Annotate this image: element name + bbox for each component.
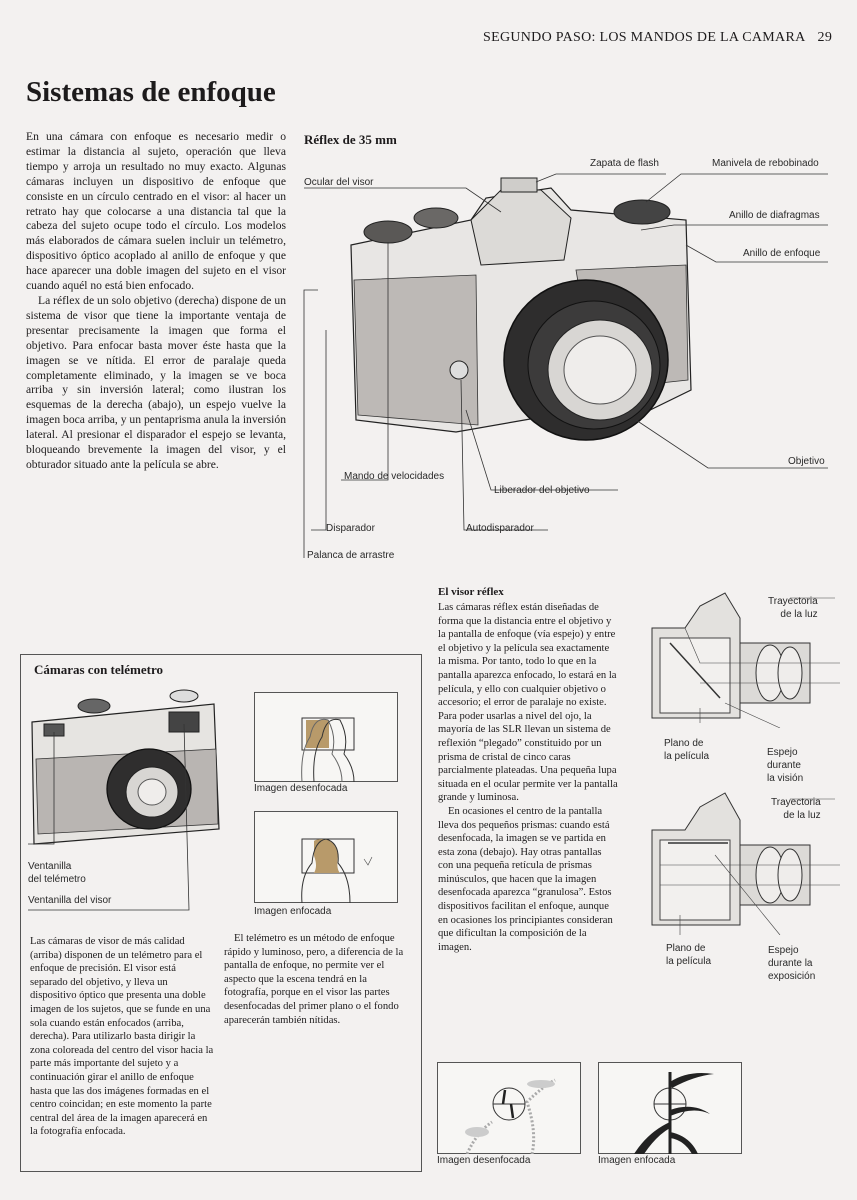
page-title: Sistemas de enfoque [26, 76, 276, 108]
reflex-heading: Réflex de 35 mm [304, 132, 397, 147]
visor-paragraph-2: En ocasiones el centro de la pantalla ll… [438, 805, 613, 953]
rangefinder-focused-image [254, 811, 398, 903]
label-velocidades: Mando de velocidades [344, 471, 445, 482]
viewing-diagram [651, 592, 840, 728]
split-image-focused [598, 1062, 742, 1154]
rangefinder-paragraph-2: El telémetro es un método de enfoque ráp… [224, 933, 404, 1026]
intro-text: En una cámara con enfoque es necesario m… [26, 130, 286, 473]
label-objetivo: Objetivo [788, 456, 825, 467]
split-image-unfocused [437, 1062, 581, 1154]
rangefinder-unfocused-image [254, 692, 398, 782]
section-title: SEGUNDO PASO: LOS MANDOS DE LA CAMARA [483, 30, 806, 45]
page-number: 29 [817, 30, 833, 45]
reflex-camera-illustration [303, 173, 828, 558]
rangefinder-camera-illustration [28, 689, 220, 911]
label-anillo-enfoque: Anillo de enfoque [743, 248, 821, 259]
rangefinder-heading: Cámaras con telémetro [34, 662, 163, 677]
label-diafragmas: Anillo de diafragmas [729, 210, 820, 221]
label-zapata: Zapata de flash [590, 158, 659, 169]
label-disparador: Disparador [326, 523, 375, 534]
caption-split-unfocused: Imagen desenfocada [437, 1155, 531, 1166]
visor-heading: El visor réflex [438, 586, 504, 598]
label-manivela: Manivela de rebobinado [712, 158, 819, 169]
caption-rangefinder-unfocused: Imagen desenfocada [254, 783, 348, 794]
caption-rangefinder-focused: Imagen enfocada [254, 906, 332, 917]
label-autodisparador: Autodisparador [466, 523, 534, 534]
intro-paragraph-2: La réflex de un solo objetivo (derecha) … [26, 293, 286, 471]
rangefinder-box [20, 654, 422, 1172]
exposure-diagram [651, 792, 840, 935]
running-header: SEGUNDO PASO: LOS MANDOS DE LA CAMARA 29 [483, 30, 832, 46]
rangefinder-paragraph-1: Las cámaras de visor de más calidad (arr… [30, 936, 214, 1138]
visor-paragraph-1: Las cámaras réflex están diseñadas de fo… [438, 602, 618, 804]
visor-section: El visor réflex Las cámaras réflex están… [438, 586, 618, 954]
label-palanca: Palanca de arrastre [307, 550, 395, 561]
label-liberador: Liberador del objetivo [494, 485, 590, 496]
label-ventanilla-visor: Ventanilla del visor [28, 895, 112, 906]
intro-paragraph-1: En una cámara con enfoque es necesario m… [26, 130, 286, 293]
label-ocular: Ocular del visor [304, 177, 374, 188]
caption-split-focused: Imagen enfocada [598, 1155, 676, 1166]
